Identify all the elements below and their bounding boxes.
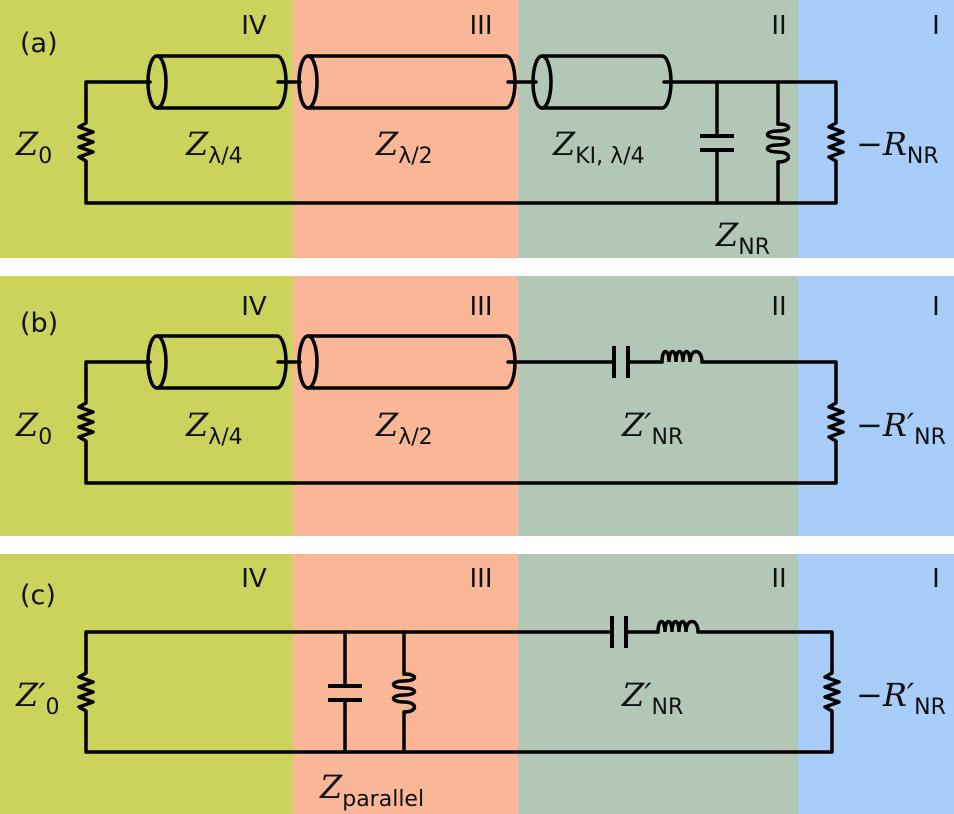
inductor-series (656, 619, 700, 634)
wire (84, 713, 834, 754)
wire (84, 163, 838, 205)
region-I-band (798, 554, 954, 814)
panel-b-region-labels: IV III II I (241, 292, 940, 322)
panel-a-tag: (a) (20, 28, 58, 59)
panel-b-background (0, 276, 954, 536)
label-z0: Z0 (15, 125, 52, 169)
resistor-z0 (77, 116, 95, 167)
wire (700, 360, 838, 400)
region-I-band (798, 0, 954, 258)
region-IV-band (0, 0, 293, 258)
panel-b-circuit (77, 334, 845, 485)
panel-c-tag: (c) (20, 580, 56, 611)
region-III-label: III (469, 11, 492, 41)
label-z-quarter: Zλ/4 (185, 406, 243, 450)
panel-b-tag: (b) (20, 308, 58, 339)
panel-c-circuit (77, 616, 841, 754)
wire (84, 630, 614, 670)
wire (662, 80, 838, 120)
capacitor-series (612, 346, 630, 378)
wire (84, 443, 838, 485)
region-I-label: I (932, 292, 940, 322)
capacitor-shunt (700, 80, 734, 205)
resistor-z0-prime (77, 666, 95, 717)
region-II-label: II (771, 292, 786, 322)
panel-c-background (0, 554, 954, 814)
region-I-label: I (932, 564, 940, 594)
label-negative-r-nr-prime: −R′NR (856, 406, 946, 450)
panel-a-region-labels: IV III II I (241, 11, 940, 41)
region-I-band (798, 276, 954, 536)
region-III-band (293, 0, 518, 258)
transmission-line-quarter (146, 334, 288, 390)
region-IV-band (0, 276, 293, 536)
transmission-line-half (297, 334, 517, 390)
label-z-nr: ZNR (715, 216, 770, 260)
resistor-negative-r (823, 666, 841, 717)
region-IV-label: IV (241, 11, 267, 41)
inductor-shunt (391, 630, 417, 754)
region-IV-label: IV (241, 292, 267, 322)
wire (84, 80, 152, 120)
region-IV-label: IV (241, 564, 267, 594)
resistor-z0 (77, 396, 95, 447)
capacitor-shunt (328, 630, 362, 754)
panel-a-circuit (77, 54, 845, 205)
inductor-series (660, 349, 704, 364)
panel-a-background (0, 0, 954, 258)
panel-c-region-labels: IV III II I (241, 564, 940, 594)
label-z-half: Zλ/2 (375, 125, 433, 169)
region-II-label: II (771, 11, 786, 41)
label-negative-r-nr-prime: −R′NR (856, 676, 946, 720)
region-III-band (293, 276, 518, 536)
label-z-nr-prime: Z′NR (621, 406, 683, 450)
label-z-ki-quarter: ZKI, λ/4 (552, 125, 645, 169)
inductor-shunt (765, 80, 791, 205)
capacitor-series (610, 616, 628, 648)
transmission-line-half (297, 54, 517, 110)
transmission-line-quarter (146, 54, 288, 110)
region-II-band (518, 554, 798, 814)
region-I-label: I (932, 11, 940, 41)
transmission-line-ki-quarter (531, 54, 673, 110)
label-z-nr-prime: Z′NR (621, 676, 683, 720)
label-z-half: Zλ/2 (375, 406, 433, 450)
region-IV-band (0, 554, 293, 814)
resistor-negative-r (827, 396, 845, 447)
region-II-band (518, 276, 798, 536)
region-III-label: III (469, 292, 492, 322)
resistor-negative-r (827, 116, 845, 167)
wire (696, 630, 834, 670)
label-z-quarter: Zλ/4 (185, 125, 243, 169)
label-z0-prime: Z′0 (15, 676, 60, 720)
region-III-label: III (469, 564, 492, 594)
label-negative-r-nr: −RNR (856, 125, 939, 169)
wire (84, 360, 152, 400)
region-II-band (518, 0, 798, 258)
label-z0: Z0 (15, 406, 52, 450)
label-z-parallel: Zparallel (319, 768, 424, 812)
region-II-label: II (771, 564, 786, 594)
